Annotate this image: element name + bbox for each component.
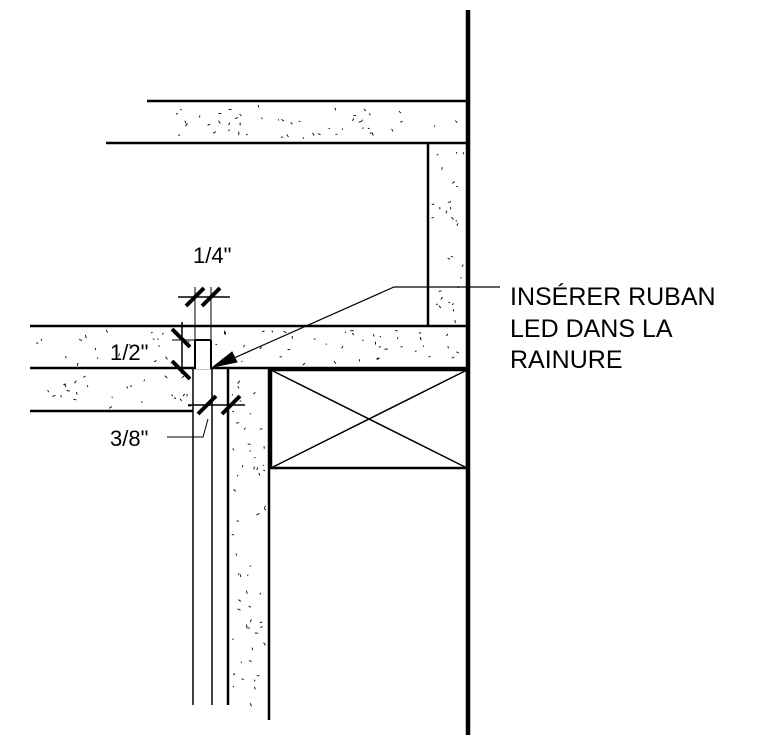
upper-shelf-stipple: [176, 105, 457, 138]
note-line-1: INSÉRER RUBAN: [510, 282, 716, 311]
lower-shelf: [30, 326, 468, 411]
upper-shelf: [106, 101, 468, 143]
note-line-3: RAINURE: [510, 346, 623, 374]
dimension-groove-depth: 1/2": [110, 322, 195, 379]
dimension-reveal: 3/8": [110, 395, 245, 451]
led-groove: [195, 340, 211, 369]
vertical-panel-stipple: [432, 152, 464, 322]
side-panel-stipple: [232, 381, 266, 706]
leader-arrowhead: [213, 352, 237, 367]
dimension-label-reveal: 3/8": [110, 426, 148, 451]
note-line-2: LED DANS LA: [510, 315, 673, 343]
dimension-label-groove-width: 1/4": [193, 243, 231, 268]
side-panel: [193, 368, 269, 720]
dimension-label-groove-depth: 1/2": [110, 340, 148, 365]
blocking-box: [271, 370, 467, 468]
